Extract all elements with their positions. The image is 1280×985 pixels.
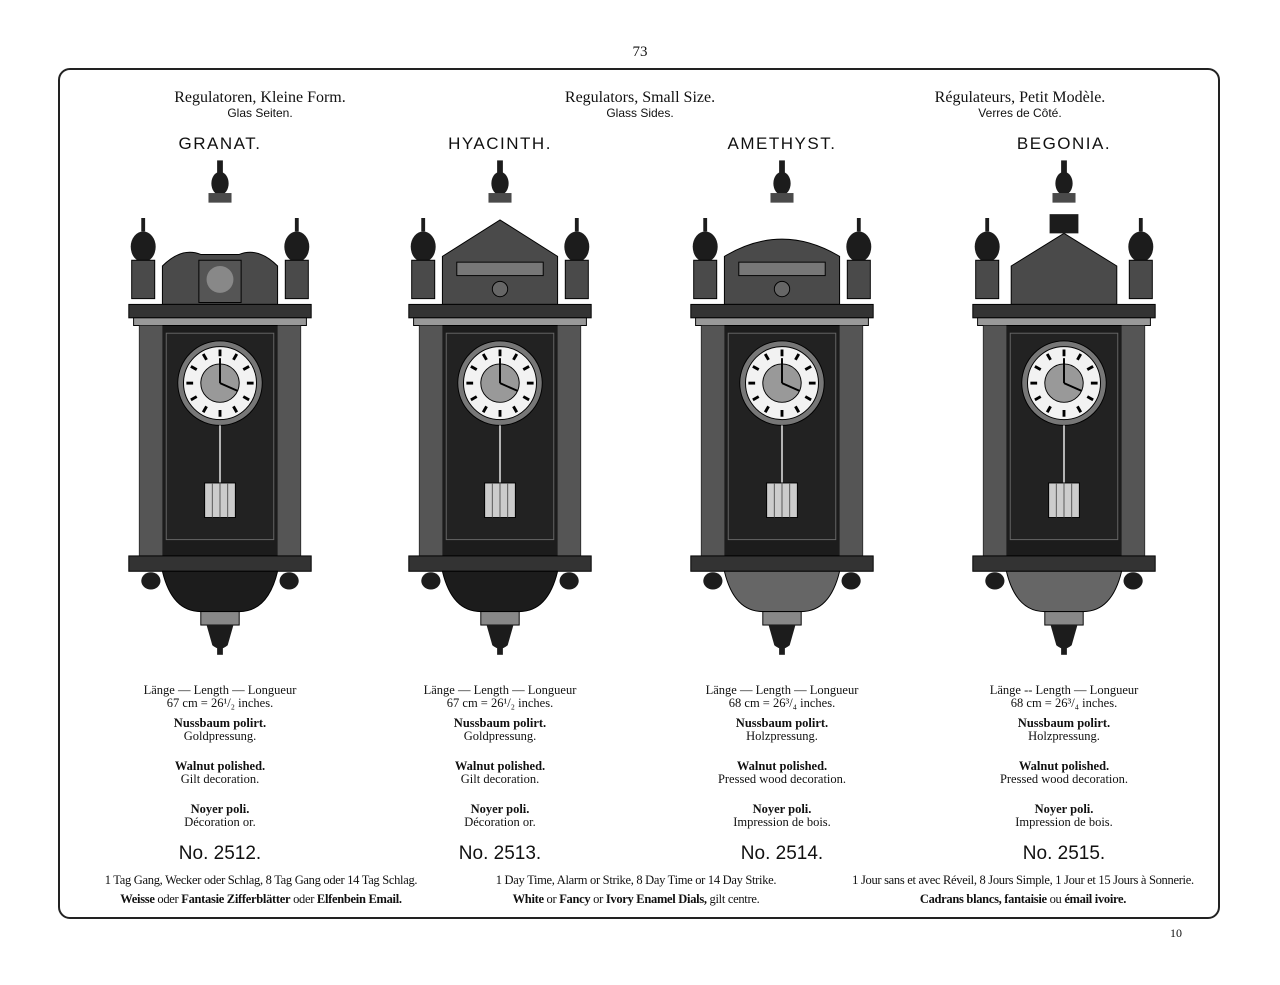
english-finish: Walnut polished. — [90, 760, 350, 773]
german-decoration: Goldpressung. — [183, 729, 257, 743]
model-number: No. 2514. — [740, 843, 824, 864]
footer-german: 1 Tag Gang, Wecker oder Schlag, 8 Tag Ga… — [60, 871, 462, 909]
finish-title: Walnut polished. — [1018, 759, 1110, 773]
french-decoration: Décoration or. — [184, 815, 256, 829]
english-decoration: Pressed wood decoration. — [999, 772, 1129, 786]
french-finish: Noyer poli. — [370, 803, 630, 816]
header-title: Régulateurs, Petit Modèle. — [934, 89, 1106, 106]
french-finish: Noyer poli. — [934, 803, 1194, 816]
footer-text: ou — [1046, 892, 1065, 906]
footer-bold: émail ivoire. — [1064, 892, 1127, 906]
header-title: Regulators, Small Size. — [564, 89, 716, 106]
english-finish: Walnut polished. — [934, 760, 1194, 773]
header-english: Regulators, Small Size. Glass Sides. — [520, 89, 760, 120]
german-finish: Nussbaum polirt. — [934, 717, 1194, 730]
english-finish: Walnut polished. — [652, 760, 912, 773]
german-decoration: Holzpressung. — [746, 729, 818, 743]
finish-title: Nussbaum polirt. — [173, 716, 267, 730]
finish-title: Noyer poli. — [470, 802, 530, 816]
header-subtitle: Glass Sides. — [606, 106, 674, 120]
footer-bold: Ivory Enamel Dials, — [605, 892, 707, 906]
length-label: Länge — Length — Longueur — [423, 683, 577, 697]
french-decoration: Décoration or. — [464, 815, 536, 829]
footer-text: or — [543, 892, 560, 906]
german-finish: Nussbaum polirt. — [90, 717, 350, 730]
finish-title: Walnut polished. — [174, 759, 266, 773]
header-german: Regulatoren, Kleine Form. Glas Seiten. — [140, 89, 380, 120]
footer-dials: Cadrans blancs, fantaisie ou émail ivoir… — [810, 890, 1236, 909]
english-decoration: Gilt decoration. — [180, 772, 260, 786]
german-decoration: Holzpressung. — [1028, 729, 1100, 743]
header-french: Régulateurs, Petit Modèle. Verres de Côt… — [900, 89, 1140, 120]
finish-title: Noyer poli. — [1034, 802, 1094, 816]
length-value: 68 cm = 26³/₄ inches. — [728, 696, 836, 710]
clock-illustration — [972, 160, 1156, 655]
clock-illustration — [128, 160, 312, 655]
header-title: Regulatoren, Kleine Form. — [174, 89, 346, 106]
length-label: Länge — Length — Longueur — [143, 683, 297, 697]
french-decoration: Impression de bois. — [1015, 815, 1113, 829]
footer-bold: Weisse — [120, 892, 155, 906]
english-finish: Walnut polished. — [370, 760, 630, 773]
footer-text: or — [590, 892, 606, 906]
clock-name: AMETHYST. — [727, 134, 837, 153]
clock-name: BEGONIA. — [1016, 134, 1112, 153]
finish-title: Noyer poli. — [190, 802, 250, 816]
length-value: 67 cm = 26¹/₂ inches. — [166, 696, 274, 710]
finish-title: Nussbaum polirt. — [453, 716, 547, 730]
footer-bold: White — [512, 892, 544, 906]
footer-bold: Fantasie Zifferblätter — [181, 892, 291, 906]
footer-text: oder — [154, 892, 182, 906]
footer-dials: Weisse oder Fantasie Zifferblätter oder … — [60, 890, 462, 909]
footer-bold: Fancy — [559, 892, 591, 906]
footer-french: 1 Jour sans et avec Réveil, 8 Jours Simp… — [810, 871, 1236, 909]
german-finish: Nussbaum polirt. — [652, 717, 912, 730]
header-subtitle: Glas Seiten. — [227, 106, 293, 120]
footer-text: oder — [290, 892, 317, 906]
footer-line: 1 Tag Gang, Wecker oder Schlag, 8 Tag Ga… — [104, 873, 418, 887]
french-finish: Noyer poli. — [652, 803, 912, 816]
length-value: 68 cm = 26³/₄ inches. — [1010, 696, 1118, 710]
footer-bold: Cadrans blancs, fantaisie — [919, 892, 1047, 906]
clock-name: GRANAT. — [178, 134, 262, 153]
length-label: Länge — Length — Longueur — [705, 683, 859, 697]
clock-name: HYACINTH. — [448, 134, 552, 153]
model-number: No. 2512. — [178, 843, 262, 864]
page-frame — [58, 68, 1220, 919]
header-subtitle: Verres de Côté. — [978, 106, 1062, 120]
finish-title: Nussbaum polirt. — [1017, 716, 1111, 730]
finish-title: Walnut polished. — [454, 759, 546, 773]
finish-title: Noyer poli. — [752, 802, 812, 816]
model-number: No. 2513. — [458, 843, 542, 864]
finish-title: Walnut polished. — [736, 759, 828, 773]
finish-title: Nussbaum polirt. — [735, 716, 829, 730]
german-decoration: Goldpressung. — [463, 729, 537, 743]
model-number: No. 2515. — [1022, 843, 1106, 864]
english-decoration: Pressed wood decoration. — [717, 772, 847, 786]
footer-text: gilt centre. — [706, 892, 760, 906]
footer-line: 1 Jour sans et avec Réveil, 8 Jours Simp… — [852, 873, 1194, 887]
length-label: Länge -- Length — Longueur — [989, 683, 1139, 697]
page-number: 73 — [632, 44, 648, 60]
footer-bold: Elfenbein Email. — [316, 892, 402, 906]
clock-illustration — [690, 160, 874, 655]
french-finish: Noyer poli. — [90, 803, 350, 816]
footer-english: 1 Day Time, Alarm or Strike, 8 Day Time … — [464, 871, 808, 909]
english-decoration: Gilt decoration. — [460, 772, 540, 786]
footer-dials: White or Fancy or Ivory Enamel Dials, gi… — [464, 890, 808, 909]
footer-line: 1 Day Time, Alarm or Strike, 8 Day Time … — [495, 873, 777, 887]
length-value: 67 cm = 26¹/₂ inches. — [446, 696, 554, 710]
french-decoration: Impression de bois. — [733, 815, 831, 829]
clock-illustration — [408, 160, 592, 655]
sheet-number: 10 — [1170, 926, 1182, 940]
german-finish: Nussbaum polirt. — [370, 717, 630, 730]
